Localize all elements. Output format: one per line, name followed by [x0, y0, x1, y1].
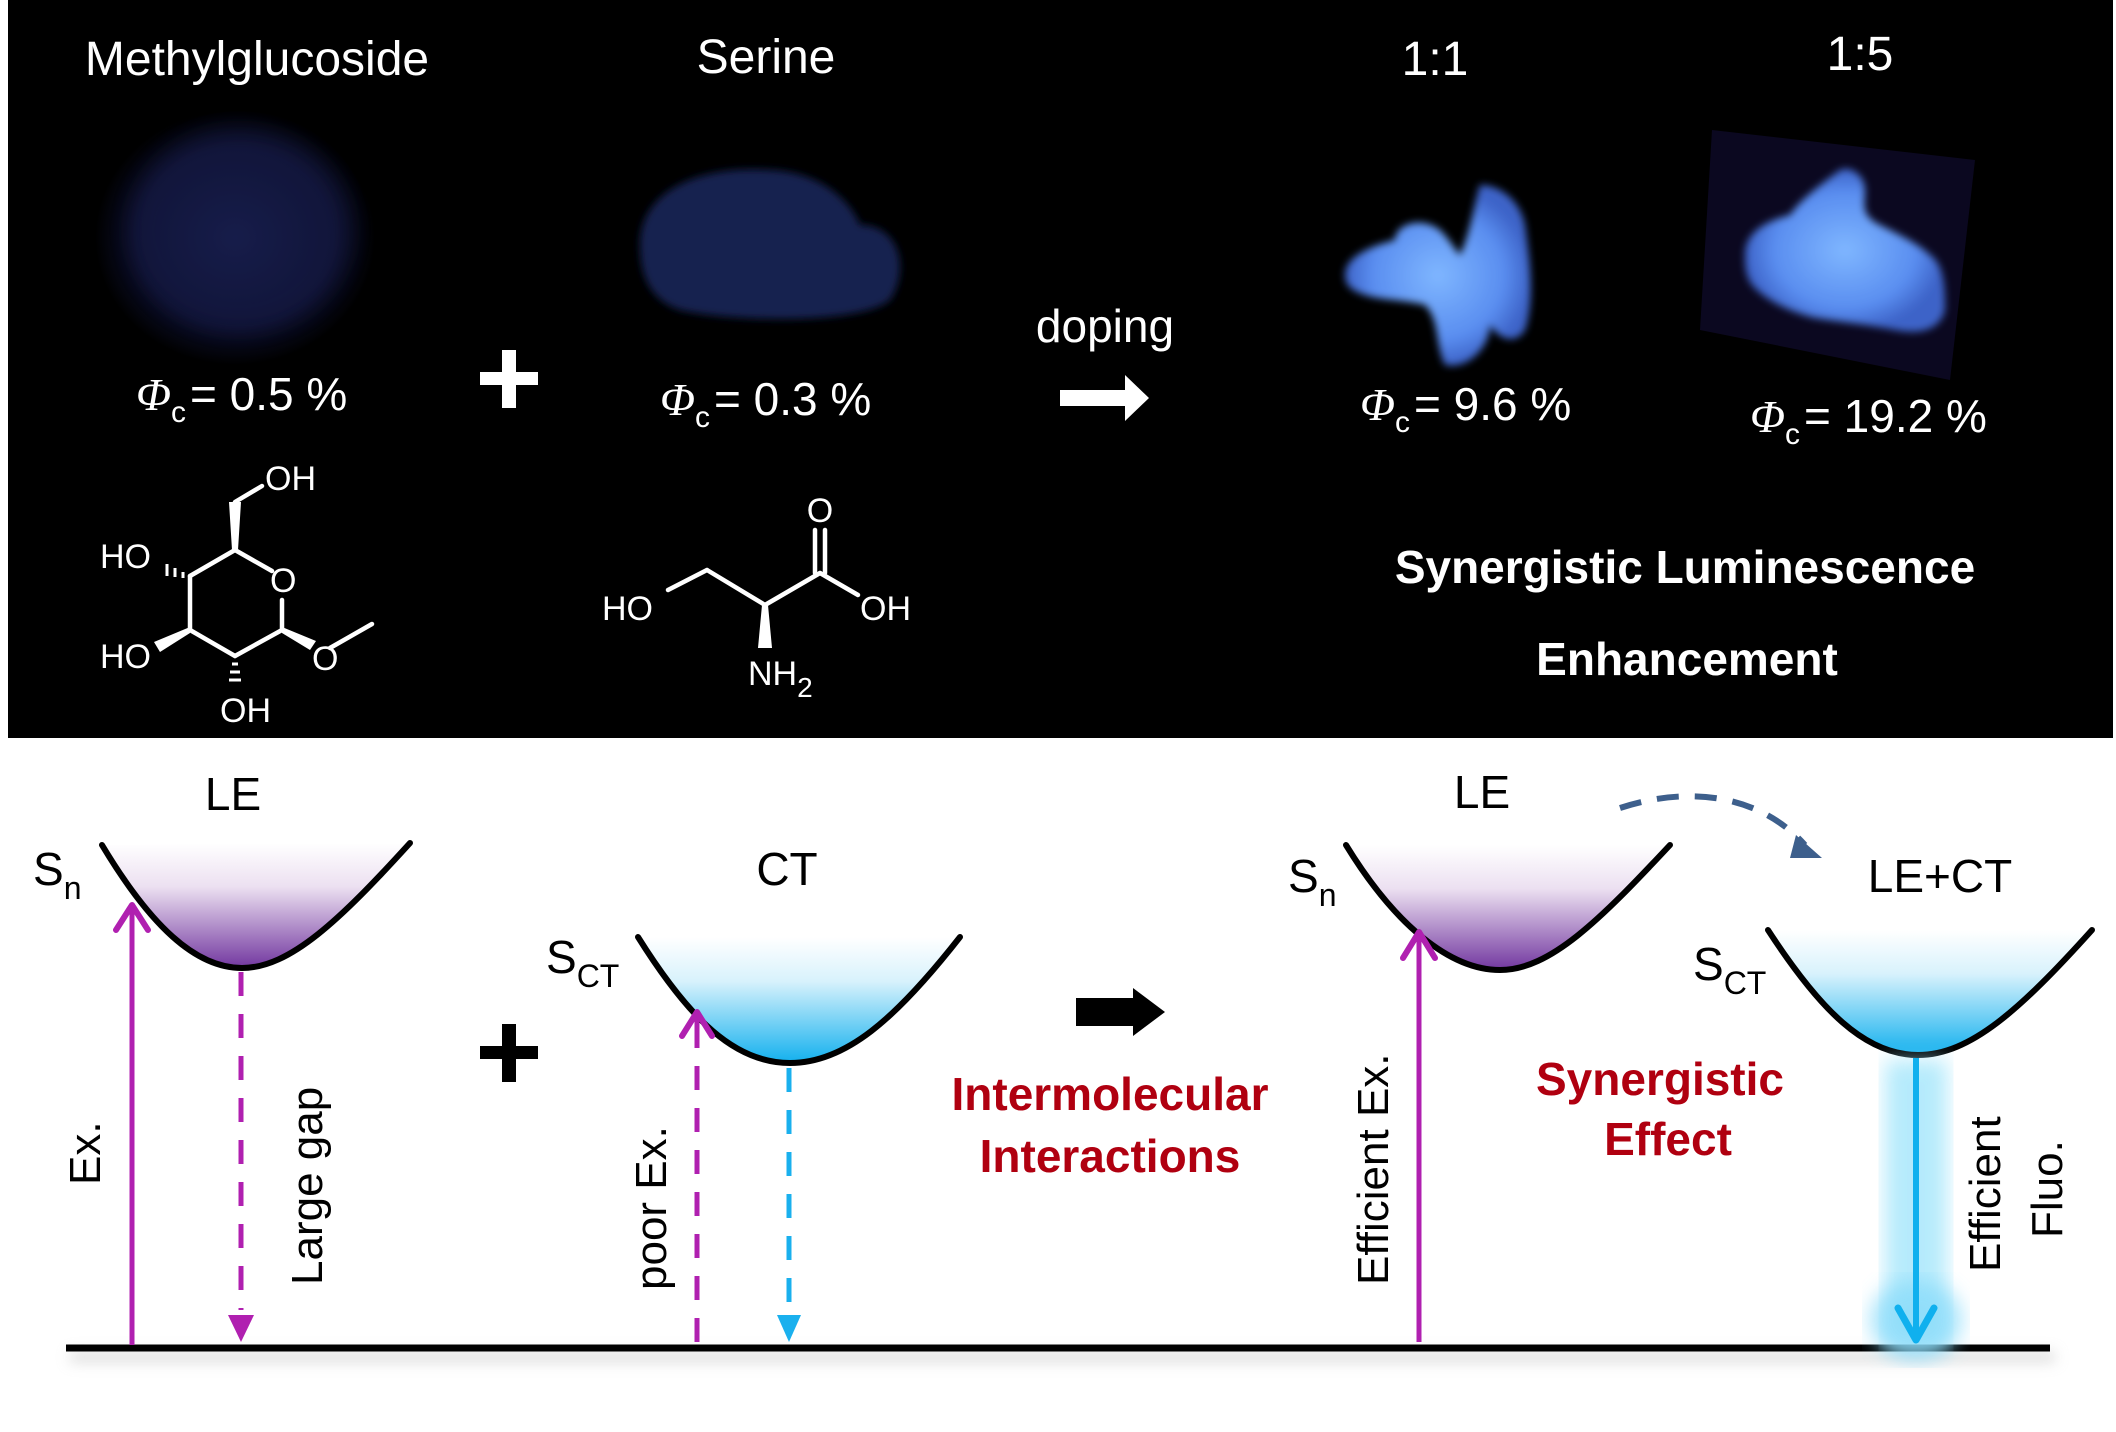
potential-well-le-right [1343, 842, 1673, 974]
synergistic-label-line2: Effect [1604, 1113, 1732, 1165]
poor-excitation-arrow [679, 1009, 715, 1342]
potential-well-ct-left [635, 934, 963, 1067]
plus-icon-bottom [480, 1024, 538, 1082]
quantum-yield-serine: Φc= 0.3 % [660, 373, 871, 434]
label-ex: Ex. [61, 1121, 110, 1185]
plus-icon-top [480, 350, 538, 408]
state-label-sct-right: SCT [1693, 938, 1766, 1001]
sample-title-ratio-1-5: 1:5 [1827, 28, 1894, 81]
quantum-yield-ratio-1-1: Φc= 9.6 % [1360, 378, 1571, 439]
sample-title-serine: Serine [697, 31, 836, 84]
state-label-sn-left: Sn [33, 843, 81, 906]
weak-emission-arrow [777, 1068, 801, 1342]
svg-text:O: O [312, 640, 338, 678]
svg-text:OH: OH [265, 460, 316, 498]
photo-methylglucoside [95, 110, 375, 365]
structure-serine: O HO OH NH2 [602, 492, 911, 703]
sample-title-ratio-1-1: 1:1 [1402, 33, 1469, 86]
state-label-sct-left: SCT [546, 931, 619, 994]
svg-text:HO: HO [602, 590, 653, 628]
label-efficient-fluo-line2: Fluo. [2023, 1140, 2072, 1238]
excitation-arrow [113, 902, 151, 1345]
efficient-fluorescence-arrow [1871, 1058, 1961, 1360]
well-title-le-right: LE [1454, 766, 1510, 818]
well-title-le-left: LE [205, 768, 261, 820]
energy-transfer-arrow [1619, 793, 1822, 858]
intermolecular-label-line2: Interactions [980, 1130, 1241, 1182]
svg-text:Φc= 9.6 %: Φc= 9.6 % [1360, 378, 1571, 439]
transition-arrow-icon [1076, 988, 1165, 1036]
svg-text:O: O [807, 492, 833, 530]
structure-methylglucoside: OH HO O HO O OH [100, 460, 375, 730]
label-large-gap: Large gap [283, 1087, 332, 1285]
synergistic-label-line1: Synergistic [1536, 1053, 1784, 1105]
well-title-ct-left: CT [756, 843, 817, 895]
quantum-yield-ratio-1-5: Φc= 19.2 % [1750, 390, 1987, 451]
photo-doped-1-5 [1700, 130, 1975, 380]
svg-text:Φc= 0.3 %: Φc= 0.3 % [660, 373, 871, 434]
photo-serine [640, 169, 900, 320]
state-label-sn-right: Sn [1288, 850, 1336, 913]
label-efficient-ex: Efficient Ex. [1349, 1053, 1398, 1285]
efficient-excitation-arrow [1400, 929, 1438, 1342]
photo-doped-1-1 [1345, 185, 1531, 366]
well-title-lect-right: LE+CT [1868, 850, 2012, 902]
svg-text:O: O [270, 562, 296, 600]
svg-text:HO: HO [100, 538, 151, 576]
result-title-line2: Enhancement [1536, 633, 1838, 685]
label-poor-ex: poor Ex. [627, 1126, 676, 1290]
large-gap-arrow [228, 972, 254, 1342]
svg-text:NH2: NH2 [748, 655, 813, 703]
svg-text:OH: OH [220, 692, 271, 730]
doping-arrow-icon [1060, 375, 1149, 421]
potential-well-lect-right [1765, 927, 2095, 1059]
svg-text:Φc= 19.2 %: Φc= 19.2 % [1750, 390, 1987, 451]
ground-line-shadow [70, 1352, 2055, 1362]
potential-well-le-left [99, 840, 413, 972]
svg-text:HO: HO [100, 638, 151, 676]
doping-label: doping [1036, 300, 1174, 352]
label-efficient-fluo-line1: Efficient [1961, 1116, 2010, 1272]
intermolecular-label-line1: Intermolecular [952, 1068, 1269, 1120]
quantum-yield-methylglucoside: Φc= 0.5 % [136, 368, 347, 429]
sample-title-methylglucoside: Methylglucoside [85, 33, 429, 86]
result-title-line1: Synergistic Luminescence [1395, 541, 1975, 593]
svg-text:OH: OH [860, 590, 911, 628]
svg-text:Φc= 0.5 %: Φc= 0.5 % [136, 368, 347, 429]
